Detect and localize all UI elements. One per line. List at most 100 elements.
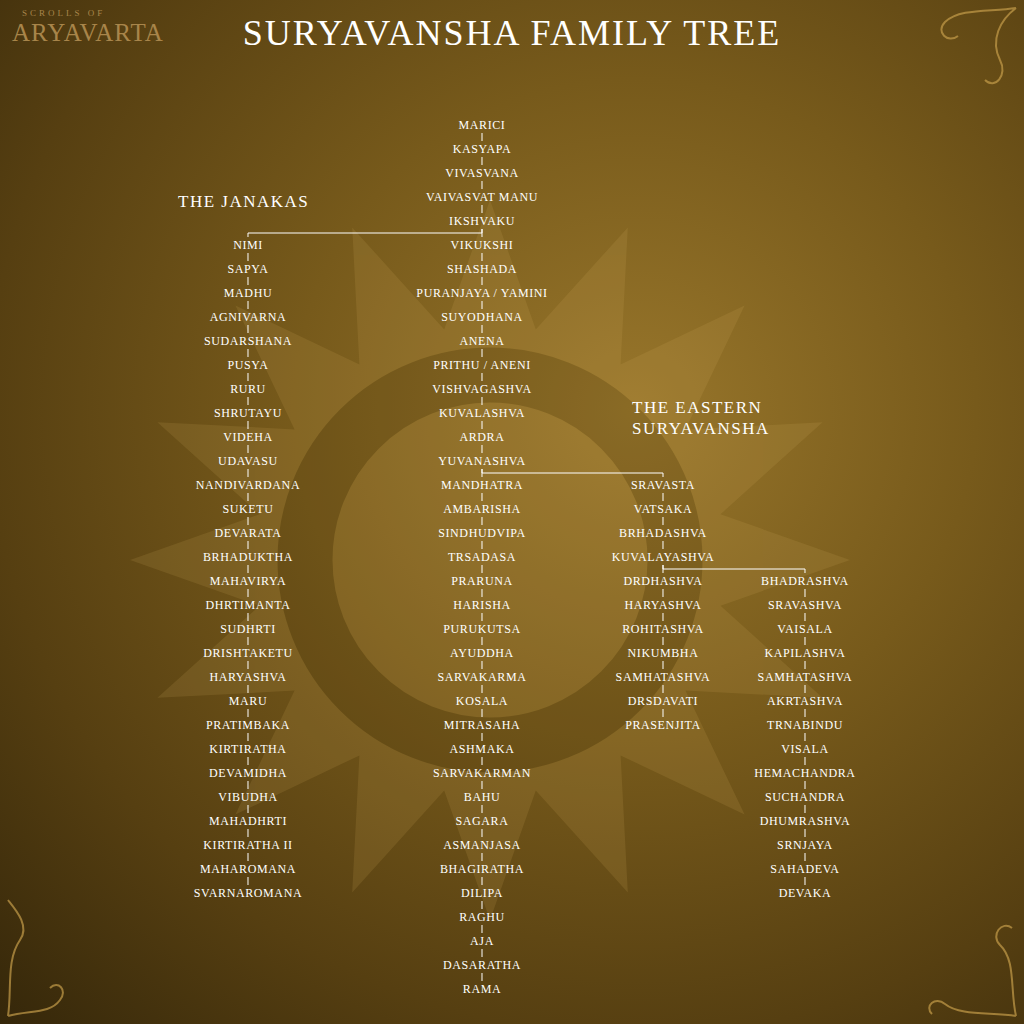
lineage-line bbox=[481, 901, 482, 909]
person-name: BHAGIRATHA bbox=[440, 862, 524, 876]
lineage-line bbox=[662, 589, 663, 597]
name-node: VISALA bbox=[779, 742, 831, 756]
name-node: SUDHRTI bbox=[218, 622, 277, 636]
name-node: VIBUDHA bbox=[216, 790, 280, 804]
person-name: NIMI bbox=[233, 238, 263, 252]
person-name: DHRTIMANTA bbox=[206, 598, 291, 612]
lineage-line bbox=[247, 253, 248, 261]
person-name: BAHU bbox=[464, 790, 500, 804]
lineage-line bbox=[247, 637, 248, 645]
person-name: PUSYA bbox=[227, 358, 268, 372]
name-node: RURU bbox=[228, 382, 268, 396]
lineage-line bbox=[481, 541, 482, 549]
lineage-line bbox=[804, 805, 805, 813]
person-name: VAIVASVAT MANU bbox=[426, 190, 538, 204]
person-name: SUDHRTI bbox=[220, 622, 275, 636]
name-node: RAGHU bbox=[457, 910, 507, 924]
person-name: PRARUNA bbox=[451, 574, 513, 588]
lineage-line bbox=[481, 973, 482, 981]
name-node: PURUKUTSA bbox=[441, 622, 522, 636]
lineage-line bbox=[248, 229, 482, 237]
name-node: VAISALA bbox=[775, 622, 834, 636]
lineage-line bbox=[247, 733, 248, 741]
lineage-line bbox=[805, 853, 806, 861]
name-node: TRNABINDU bbox=[765, 718, 845, 732]
name-node: RAMA bbox=[461, 982, 503, 996]
name-node: VAIVASVAT MANU bbox=[424, 190, 540, 204]
name-node: SINDHUDVIPA bbox=[436, 526, 528, 540]
person-name: SHASHADA bbox=[447, 262, 517, 276]
lineage-line bbox=[481, 157, 482, 165]
person-name: PRITHU / ANENI bbox=[433, 358, 531, 372]
person-name: SUKETU bbox=[223, 502, 274, 516]
name-node: MARU bbox=[227, 694, 269, 708]
name-node: SAGARA bbox=[454, 814, 511, 828]
name-node: BRHADUKTHA bbox=[201, 550, 295, 564]
lineage-line bbox=[804, 733, 805, 741]
name-node: BHADRASHVA bbox=[759, 574, 851, 588]
name-node: MAHAVIRYA bbox=[208, 574, 289, 588]
person-name: VIKUKSHI bbox=[451, 238, 514, 252]
name-node: SAHADEVA bbox=[768, 862, 841, 876]
lineage-line bbox=[482, 301, 483, 309]
lineage-line bbox=[663, 685, 664, 693]
name-node: MADHU bbox=[222, 286, 274, 300]
lineage-line bbox=[248, 589, 249, 597]
person-name: UDAVASU bbox=[218, 454, 278, 468]
lineage-line bbox=[481, 589, 482, 597]
lineage-line bbox=[247, 325, 248, 333]
name-node: TRSADASA bbox=[446, 550, 518, 564]
person-name: IKSHVAKU bbox=[449, 214, 515, 228]
person-name: SINDHUDVIPA bbox=[438, 526, 526, 540]
name-node: KIRTIRATHA II bbox=[201, 838, 294, 852]
name-node: BAHU bbox=[462, 790, 502, 804]
corner-flourish bbox=[8, 8, 1016, 1016]
person-name: PURUKUTSA bbox=[443, 622, 520, 636]
lineage-line bbox=[248, 853, 249, 861]
person-name: KIRTIRATHA bbox=[209, 742, 286, 756]
lineage-line bbox=[662, 613, 663, 621]
lineage-line bbox=[247, 877, 248, 885]
name-node: NANDIVARDANA bbox=[194, 478, 302, 492]
person-name: MADHU bbox=[224, 286, 272, 300]
person-name: KUVALASHVA bbox=[439, 406, 525, 420]
lineage-line bbox=[481, 445, 482, 453]
logo-text: ARYAVARTA bbox=[12, 17, 164, 48]
lineage-line bbox=[481, 373, 482, 381]
lineage-line bbox=[247, 421, 248, 429]
lineage-line bbox=[247, 373, 248, 381]
person-name: MARICI bbox=[459, 118, 506, 132]
person-name: SUYODHANA bbox=[441, 310, 522, 324]
person-name: MAHAROMANA bbox=[200, 862, 296, 876]
name-node: SVARNAROMANA bbox=[192, 886, 304, 900]
name-node: SUKETU bbox=[221, 502, 276, 516]
name-node: DHUMRASHVA bbox=[758, 814, 852, 828]
person-name: ROHITASHVA bbox=[622, 622, 704, 636]
lineage-line bbox=[663, 565, 805, 573]
name-node: BHAGIRATHA bbox=[438, 862, 526, 876]
lineage-line bbox=[482, 685, 483, 693]
name-node: VIKUKSHI bbox=[449, 238, 516, 252]
lineage-line bbox=[482, 949, 483, 957]
name-node: PRASENJITA bbox=[623, 718, 703, 732]
lineage-line bbox=[481, 493, 482, 501]
lineage-line bbox=[247, 277, 248, 285]
name-node: MARICI bbox=[457, 118, 508, 132]
name-node: DHRTIMANTA bbox=[204, 598, 293, 612]
person-name: VAISALA bbox=[777, 622, 832, 636]
name-node: ARDRA bbox=[457, 430, 506, 444]
person-name: BHADRASHVA bbox=[761, 574, 849, 588]
name-node: DASARATHA bbox=[441, 958, 523, 972]
person-name: KIRTIRATHA II bbox=[203, 838, 292, 852]
lineage-line bbox=[247, 685, 248, 693]
person-name: KUVALAYASHVA bbox=[612, 550, 714, 564]
lineage-line bbox=[481, 781, 482, 789]
lineage-line bbox=[662, 541, 663, 549]
section-heading: THE JANAKAS bbox=[178, 191, 309, 212]
name-node: MAHADHRTI bbox=[207, 814, 289, 828]
name-node: SARVAKARMAN bbox=[431, 766, 533, 780]
lineage-line bbox=[481, 829, 482, 837]
lineage-line bbox=[248, 301, 249, 309]
lineage-line bbox=[482, 805, 483, 813]
person-name: VIBUDHA bbox=[218, 790, 278, 804]
